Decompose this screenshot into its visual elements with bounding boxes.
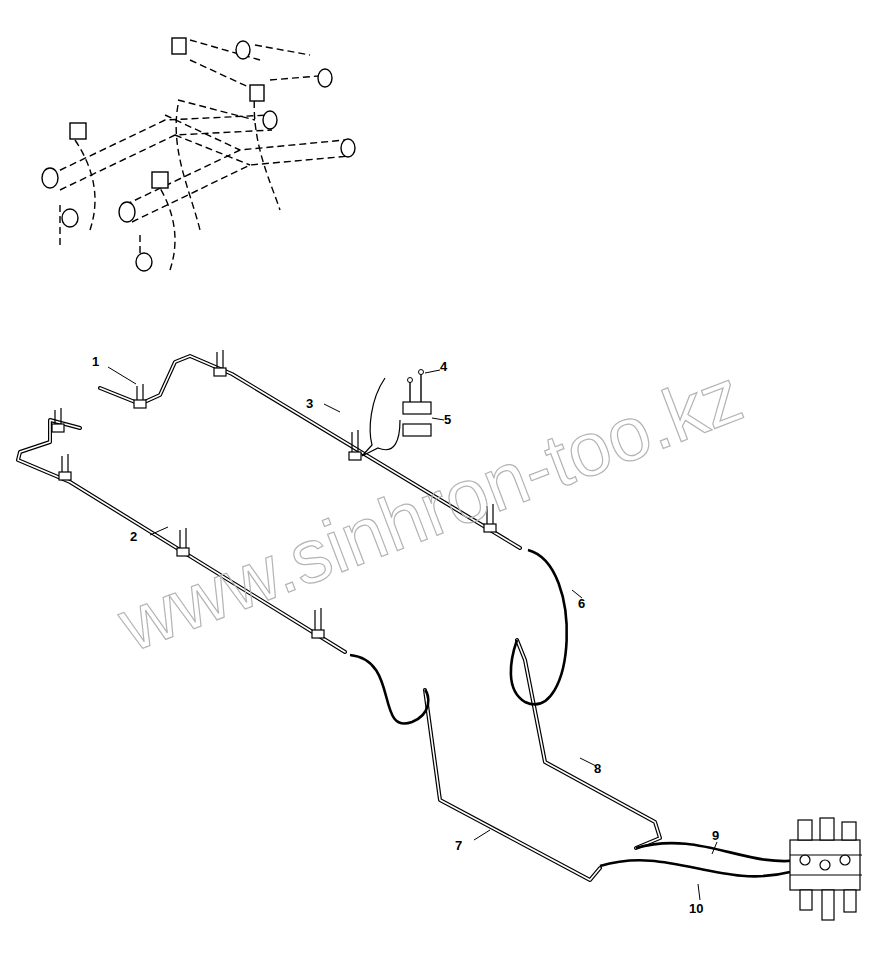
callout-number: 8: [594, 762, 601, 775]
callout-number: 9: [712, 829, 719, 842]
callout-number: 10: [689, 902, 703, 915]
hoses: [350, 550, 800, 876]
callout-number: 4: [440, 360, 447, 373]
callout-number: 3: [306, 397, 313, 410]
callout-number: 1: [92, 355, 99, 368]
control-valve: [790, 818, 862, 920]
callout-number: 5: [444, 413, 451, 426]
clamp-detail: [362, 370, 431, 457]
callout-number: 2: [130, 530, 137, 543]
loader-arms: [50, 40, 350, 270]
callout-number: 7: [455, 839, 462, 852]
loader-bushings: [42, 38, 355, 271]
callout-number: 6: [578, 597, 585, 610]
